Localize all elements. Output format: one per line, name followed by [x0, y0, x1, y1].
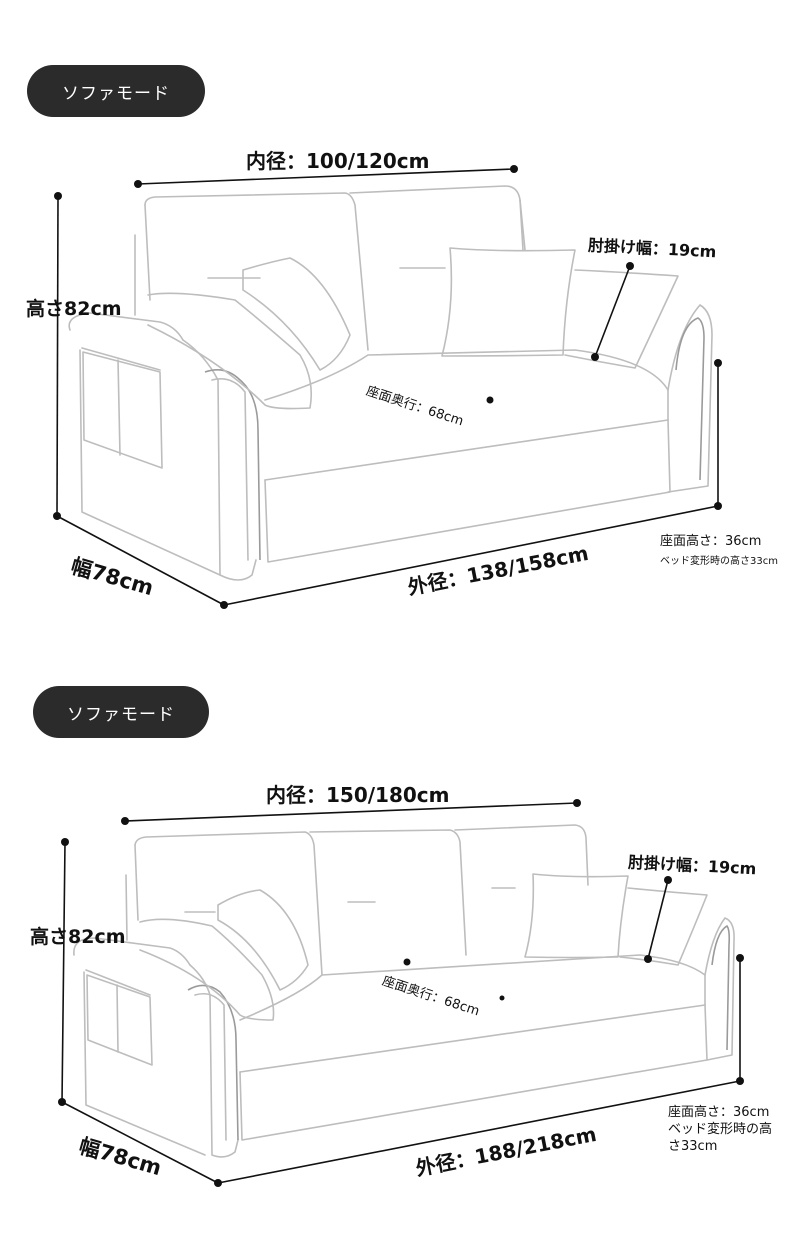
sofa-section-three-seater: ソファモード: [0, 620, 790, 1239]
mode-badge: ソファモード: [33, 686, 209, 738]
sofa-diagram-three-seater: [58, 799, 744, 1187]
seat-height-label: 座面高さ：36cm: [660, 534, 762, 549]
inner-width-label: 内径：100/120cm: [246, 149, 430, 173]
sofa-outline: [73, 824, 735, 1158]
inner-width-label: 内径：150/180cm: [266, 783, 450, 807]
mode-badge: ソファモード: [27, 65, 205, 117]
dimension-lines: [53, 165, 722, 609]
height-label: 高さ82cm: [30, 926, 126, 948]
height-label: 高さ82cm: [26, 298, 122, 320]
seat-height-label: 座面高さ：36cm: [668, 1105, 770, 1120]
sofa-outline: [68, 185, 713, 581]
bed-height-label: ベッド変形時の高さ33cm: [660, 556, 778, 567]
bed-height-label-line1: ベッド変形時の高: [668, 1122, 773, 1137]
dimension-lines: [58, 799, 744, 1187]
sofa-section-loveseat: ソファモード: [26, 65, 778, 609]
bed-height-label-line2: さ33cm: [668, 1139, 718, 1154]
sofa-diagram-loveseat: [53, 165, 722, 609]
